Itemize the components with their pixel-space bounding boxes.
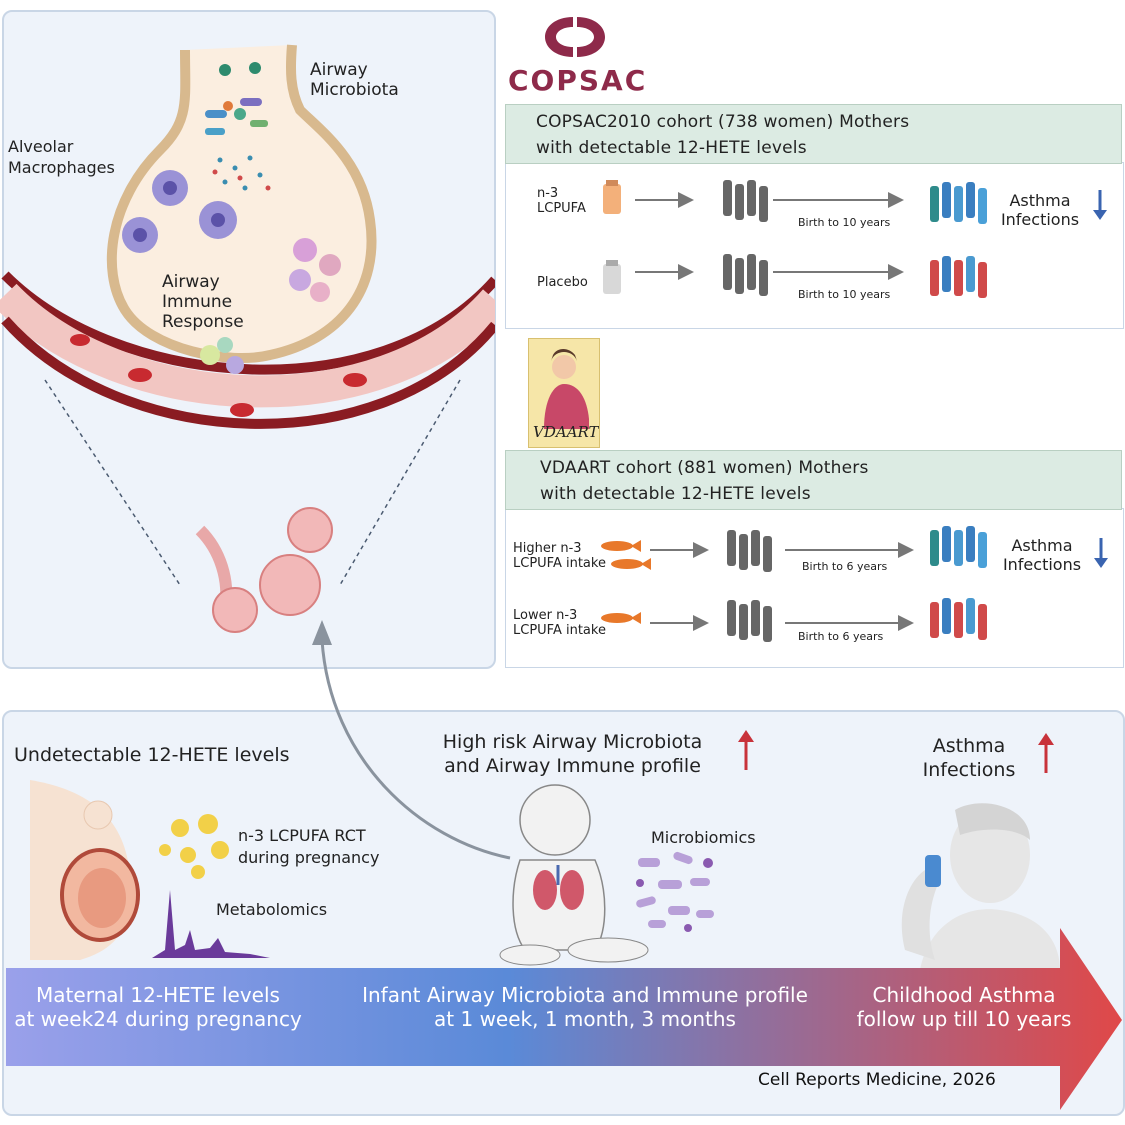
copsac-group-placebo: Placebo xyxy=(537,275,588,290)
alveolus-illustration xyxy=(0,44,495,633)
vdaart-duration-2: Birth to 6 years xyxy=(798,630,884,643)
undetectable-title: Undetectable 12-HETE levels xyxy=(14,744,290,766)
child-inhaler-illustration xyxy=(901,803,1060,970)
vdaart-logo: VDAART xyxy=(528,338,600,448)
microbes-illustration xyxy=(636,851,714,932)
timeline-infant: Infant Airway Microbiota and Immune prof… xyxy=(362,983,808,1031)
vdaart-duration-1: Birth to 6 years xyxy=(802,560,888,573)
copsac-duration-1: Birth to 10 years xyxy=(798,216,891,229)
infant-illustration xyxy=(499,784,649,966)
citation: Cell Reports Medicine, 2026 xyxy=(758,1070,996,1090)
copsac-logo-text: COPSAC xyxy=(508,64,648,97)
pregnancy-illustration xyxy=(30,780,270,960)
vdaart-flow-graphics xyxy=(601,526,1108,642)
metabolomics-label: Metabolomics xyxy=(216,900,328,919)
arrow-up-icon-2 xyxy=(1038,733,1054,773)
vdaart-cohort-box xyxy=(505,508,1124,668)
arrow-up-icon xyxy=(738,730,754,770)
copsac-logo-icon xyxy=(545,17,605,57)
microbiomics-label: Microbiomics xyxy=(651,828,756,847)
copsac-flow-graphics xyxy=(603,180,1107,298)
copsac-duration-2: Birth to 10 years xyxy=(798,288,891,301)
